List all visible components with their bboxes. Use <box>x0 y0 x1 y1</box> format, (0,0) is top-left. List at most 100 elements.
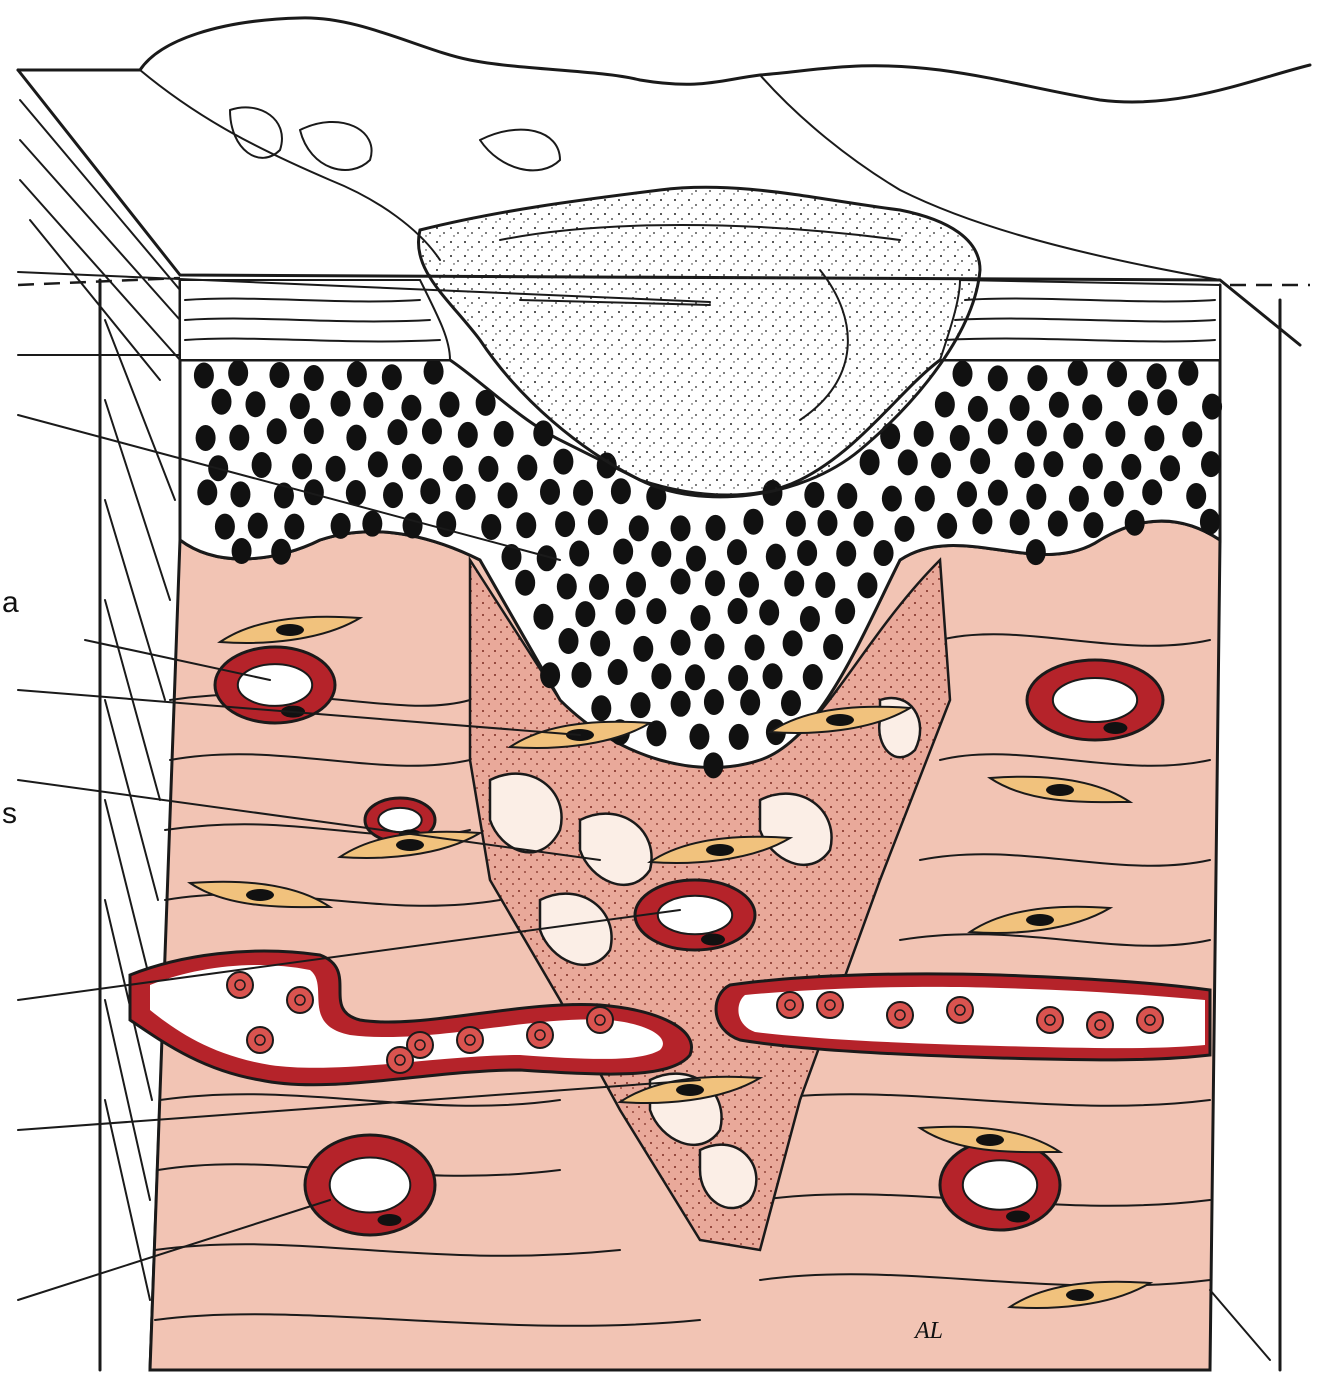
keratinocyte-nucleus <box>347 361 367 387</box>
keratinocyte-nucleus <box>988 419 1008 445</box>
vessel-lumen <box>238 664 312 706</box>
keratinocyte-nucleus <box>651 663 671 689</box>
keratinocyte-nucleus <box>613 539 633 565</box>
keratinocyte-nucleus <box>382 364 402 390</box>
keratinocyte-nucleus <box>671 515 691 541</box>
keratinocyte-nucleus <box>631 692 651 718</box>
keratinocyte-nucleus <box>629 515 649 541</box>
keratinocyte-nucleus <box>705 570 725 596</box>
leader-line-right <box>1210 1290 1270 1360</box>
fibroblast-nucleus <box>826 714 854 726</box>
keratinocyte-nucleus <box>970 448 990 474</box>
keratinocyte-nucleus <box>763 663 783 689</box>
keratinocyte-nucleus <box>403 513 423 539</box>
keratinocyte-nucleus <box>894 516 914 542</box>
keratinocyte-nucleus <box>1128 390 1148 416</box>
keratinocyte-nucleus <box>882 486 902 512</box>
keratinocyte-nucleus <box>331 513 351 539</box>
keratinocyte-nucleus <box>1186 483 1206 509</box>
keratinocyte-nucleus <box>615 599 635 625</box>
keratinocyte-nucleus <box>498 482 518 508</box>
vessel-lumen <box>658 896 732 935</box>
keratinocyte-nucleus <box>575 601 595 627</box>
red-blood-cell <box>387 1047 413 1073</box>
keratinocyte-nucleus <box>555 511 575 537</box>
keratinocyte-nucleus <box>803 664 823 690</box>
endothelial-nucleus <box>701 934 725 946</box>
keratinocyte-nucleus <box>1082 394 1102 420</box>
vessel-lumen <box>1053 678 1137 722</box>
keratinocyte-nucleus <box>436 511 456 537</box>
keratinocyte-nucleus <box>1043 451 1063 477</box>
keratinocyte-nucleus <box>481 514 501 540</box>
keratinocyte-nucleus <box>590 631 610 657</box>
keratinocyte-nucleus <box>1027 420 1047 446</box>
keratinocyte-nucleus <box>517 455 537 481</box>
keratinocyte-nucleus <box>215 514 235 540</box>
keratinocyte-nucleus <box>1063 423 1083 449</box>
keratinocyte-nucleus <box>553 449 573 475</box>
keratinocyte-nucleus <box>346 425 366 451</box>
keratinocyte-nucleus <box>1027 365 1047 391</box>
keratinocyte-nucleus <box>740 689 760 715</box>
keratinocyte-nucleus <box>458 422 478 448</box>
keratinocyte-nucleus <box>915 486 935 512</box>
keratinocyte-nucleus <box>626 572 646 598</box>
keratinocyte-nucleus <box>196 425 216 451</box>
keratinocyte-nucleus <box>1201 451 1221 477</box>
keratinocyte-nucleus <box>588 509 608 535</box>
red-blood-cell <box>457 1027 483 1053</box>
keratinocyte-nucleus <box>1107 361 1127 387</box>
keratinocyte-nucleus <box>703 752 723 778</box>
keratinocyte-nucleus <box>1026 484 1046 510</box>
keratinocyte-nucleus <box>271 539 291 565</box>
keratinocyte-nucleus <box>729 724 749 750</box>
red-blood-cell <box>947 997 973 1023</box>
keratinocyte-nucleus <box>728 665 748 691</box>
endothelial-nucleus <box>1103 722 1127 734</box>
red-blood-cell <box>777 992 803 1018</box>
keratinocyte-nucleus <box>611 478 631 504</box>
keratinocyte-nucleus <box>950 425 970 451</box>
keratinocyte-nucleus <box>957 481 977 507</box>
label-fragment-a: a <box>2 586 19 619</box>
keratinocyte-nucleus <box>248 513 268 539</box>
keratinocyte-nucleus <box>815 572 835 598</box>
keratinocyte-nucleus <box>443 455 463 481</box>
keratinocyte-nucleus <box>540 479 560 505</box>
keratinocyte-nucleus <box>937 513 957 539</box>
keratinocyte-nucleus <box>837 483 857 509</box>
red-blood-cell <box>887 1002 913 1028</box>
keratinocyte-nucleus <box>739 572 759 598</box>
keratinocyte-nucleus <box>1083 453 1103 479</box>
keratinocyte-nucleus <box>953 361 973 387</box>
red-blood-cell <box>247 1027 273 1053</box>
keratinocyte-nucleus <box>252 452 272 478</box>
keratinocyte-nucleus <box>874 540 894 566</box>
keratinocyte-nucleus <box>1048 510 1068 536</box>
keratinocyte-nucleus <box>516 512 536 538</box>
keratinocyte-nucleus <box>817 510 837 536</box>
keratinocyte-nucleus <box>1105 421 1125 447</box>
keratinocyte-nucleus <box>420 478 440 504</box>
keratinocyte-nucleus <box>671 691 691 717</box>
keratinocyte-nucleus <box>269 362 289 388</box>
keratinocyte-nucleus <box>440 392 460 418</box>
keratinocyte-nucleus <box>422 418 442 444</box>
keratinocyte-nucleus <box>194 362 214 388</box>
keratinocyte-nucleus <box>540 662 560 688</box>
keratinocyte-nucleus <box>1010 395 1030 421</box>
keratinocyte-nucleus <box>931 452 951 478</box>
keratinocyte-nucleus <box>515 570 535 596</box>
red-blood-cell <box>227 972 253 998</box>
keratinocyte-nucleus <box>836 541 856 567</box>
keratinocyte-nucleus <box>633 636 653 662</box>
keratinocyte-nucleus <box>267 418 287 444</box>
keratinocyte-nucleus <box>766 544 786 570</box>
keratinocyte-nucleus <box>898 449 918 475</box>
keratinocyte-nucleus <box>230 481 250 507</box>
keratinocyte-nucleus <box>690 605 710 631</box>
red-blood-cell <box>587 1007 613 1033</box>
keratinocyte-nucleus <box>781 690 801 716</box>
keratinocyte-nucleus <box>835 598 855 624</box>
